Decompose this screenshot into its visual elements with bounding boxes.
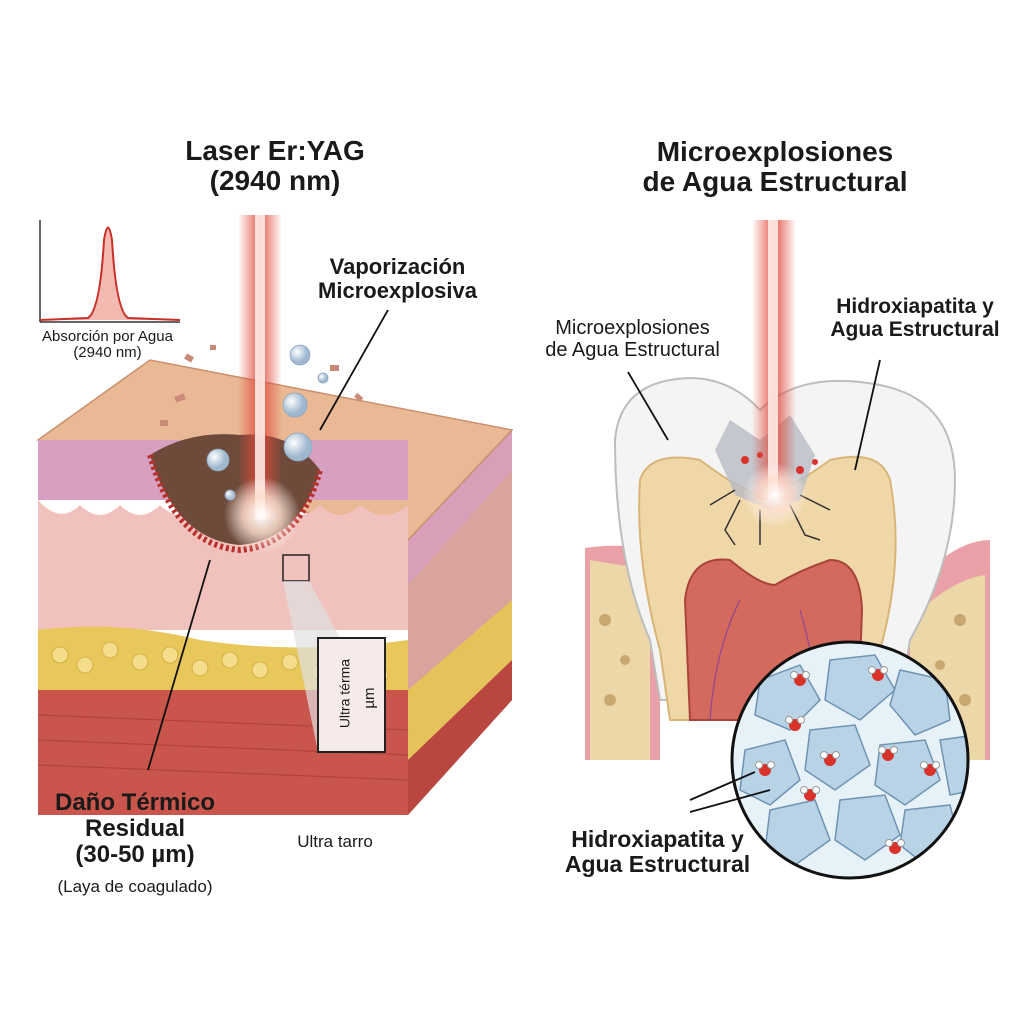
inset-unit: µm <box>360 678 378 718</box>
microexplosion-label-line2: de Agua Estructural <box>545 338 720 361</box>
hydroxyapatite-top-label: Hidroxiapatita y Agua Estructural <box>815 295 1015 341</box>
thermal-damage-line3: (30-50 µm) <box>75 840 195 868</box>
hydroxyapatite-bottom-line2: Agua Estructural <box>564 850 751 877</box>
thermal-damage-label: Daño Térmico Residual (30-50 µm) <box>30 790 240 868</box>
hydroxyapatite-bottom-line1: Hidroxiapatita y <box>571 826 744 852</box>
thermal-damage-line2: Residual <box>84 814 186 842</box>
left-title-line2: (2940 nm) <box>209 165 341 197</box>
hydroxyapatite-bottom-label: Hidroxiapatita y Agua Estructural <box>550 827 765 877</box>
absorption-label: Absorción por Agua (2940 nm) <box>20 328 195 362</box>
coagulation-note-text: (Laya de coagulado) <box>57 877 213 896</box>
microexplosion-label: Microexplosiones de Agua Estructural <box>525 317 740 361</box>
crystal-magnification <box>730 640 970 880</box>
leader-lines-right <box>627 359 881 813</box>
magnified-inset <box>282 554 386 753</box>
absorption-spectrum <box>39 220 181 323</box>
microexplosion-label-line1: Microexplosiones <box>555 317 710 339</box>
left-title-line1: Laser Er:YAG <box>185 135 365 166</box>
vaporization-label-line1: Vaporización <box>329 254 466 279</box>
vaporization-label: Vaporización Microexplosiva <box>300 255 495 303</box>
ultra-label-text: Ultra tarro <box>297 832 373 851</box>
absorption-label-line2: (2940 nm) <box>73 344 142 362</box>
inset-unit-text: µm <box>360 687 378 709</box>
water-molecules <box>755 666 940 854</box>
absorption-label-line1: Absorción por Agua <box>42 328 173 345</box>
right-title: Microexplosiones de Agua Estructural <box>620 136 930 198</box>
leader-lines-left <box>147 309 389 771</box>
hydroxyapatite-top-line2: Agua Estructural <box>830 317 1000 341</box>
tooth-diagram <box>585 220 990 760</box>
right-title-line1: Microexplosiones <box>656 136 894 167</box>
ultra-label: Ultra tarro <box>275 832 395 851</box>
right-title-line2: de Agua Estructural <box>642 166 908 198</box>
left-title: Laser Er:YAG (2940 nm) <box>170 135 380 197</box>
hydroxyapatite-top-line1: Hidroxiapatita y <box>836 295 994 318</box>
vaporization-label-line2: Microexplosiva <box>318 277 477 303</box>
thermal-damage-line1: Daño Térmico <box>54 789 216 816</box>
inset-rotated-text: Ultra térma <box>336 658 353 729</box>
inset-rotated-label: Ultra térma <box>336 649 353 739</box>
coagulation-note: (Laya de coagulado) <box>30 877 240 896</box>
